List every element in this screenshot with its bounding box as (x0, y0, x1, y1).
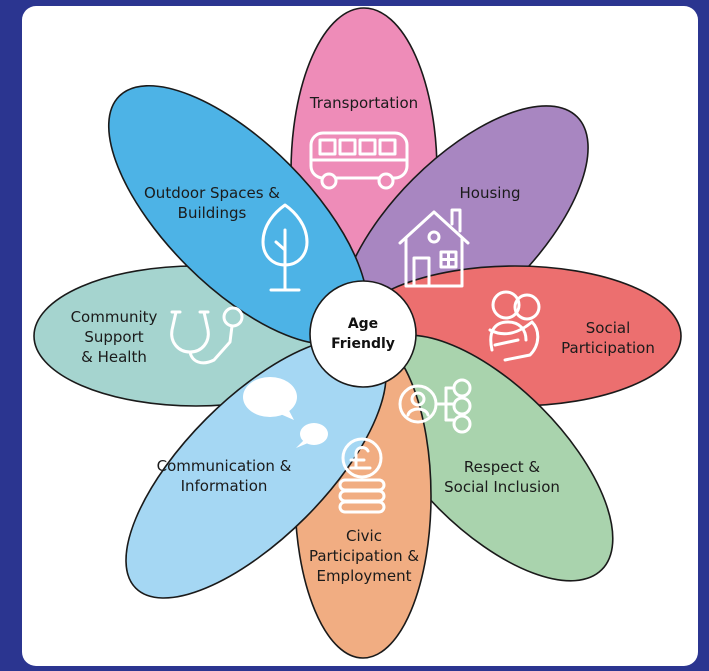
label-social-participation: Social Participation (561, 319, 655, 357)
network-icon (398, 378, 472, 434)
stethoscope-icon (170, 306, 244, 365)
bus-icon (309, 131, 409, 190)
pound-coins-icon (338, 437, 386, 514)
speech-bubbles-icon (243, 377, 328, 448)
tree-icon (261, 203, 309, 292)
center-circle (309, 280, 417, 388)
label-respect-inclusion: Respect & Social Inclusion (444, 458, 560, 496)
label-communication: Communication & Information (156, 457, 292, 495)
label-community-health: Community Support & Health (70, 308, 158, 366)
label-outdoor-spaces: Outdoor Spaces & Buildings (144, 184, 280, 222)
label-civic-participation: Civic Participation & Employment (308, 527, 420, 585)
house-icon (398, 208, 470, 288)
label-transportation: Transportation (309, 94, 419, 112)
label-housing: Housing (459, 184, 521, 202)
center-label: Age Friendly (331, 316, 395, 352)
people-hug-icon (488, 290, 541, 362)
